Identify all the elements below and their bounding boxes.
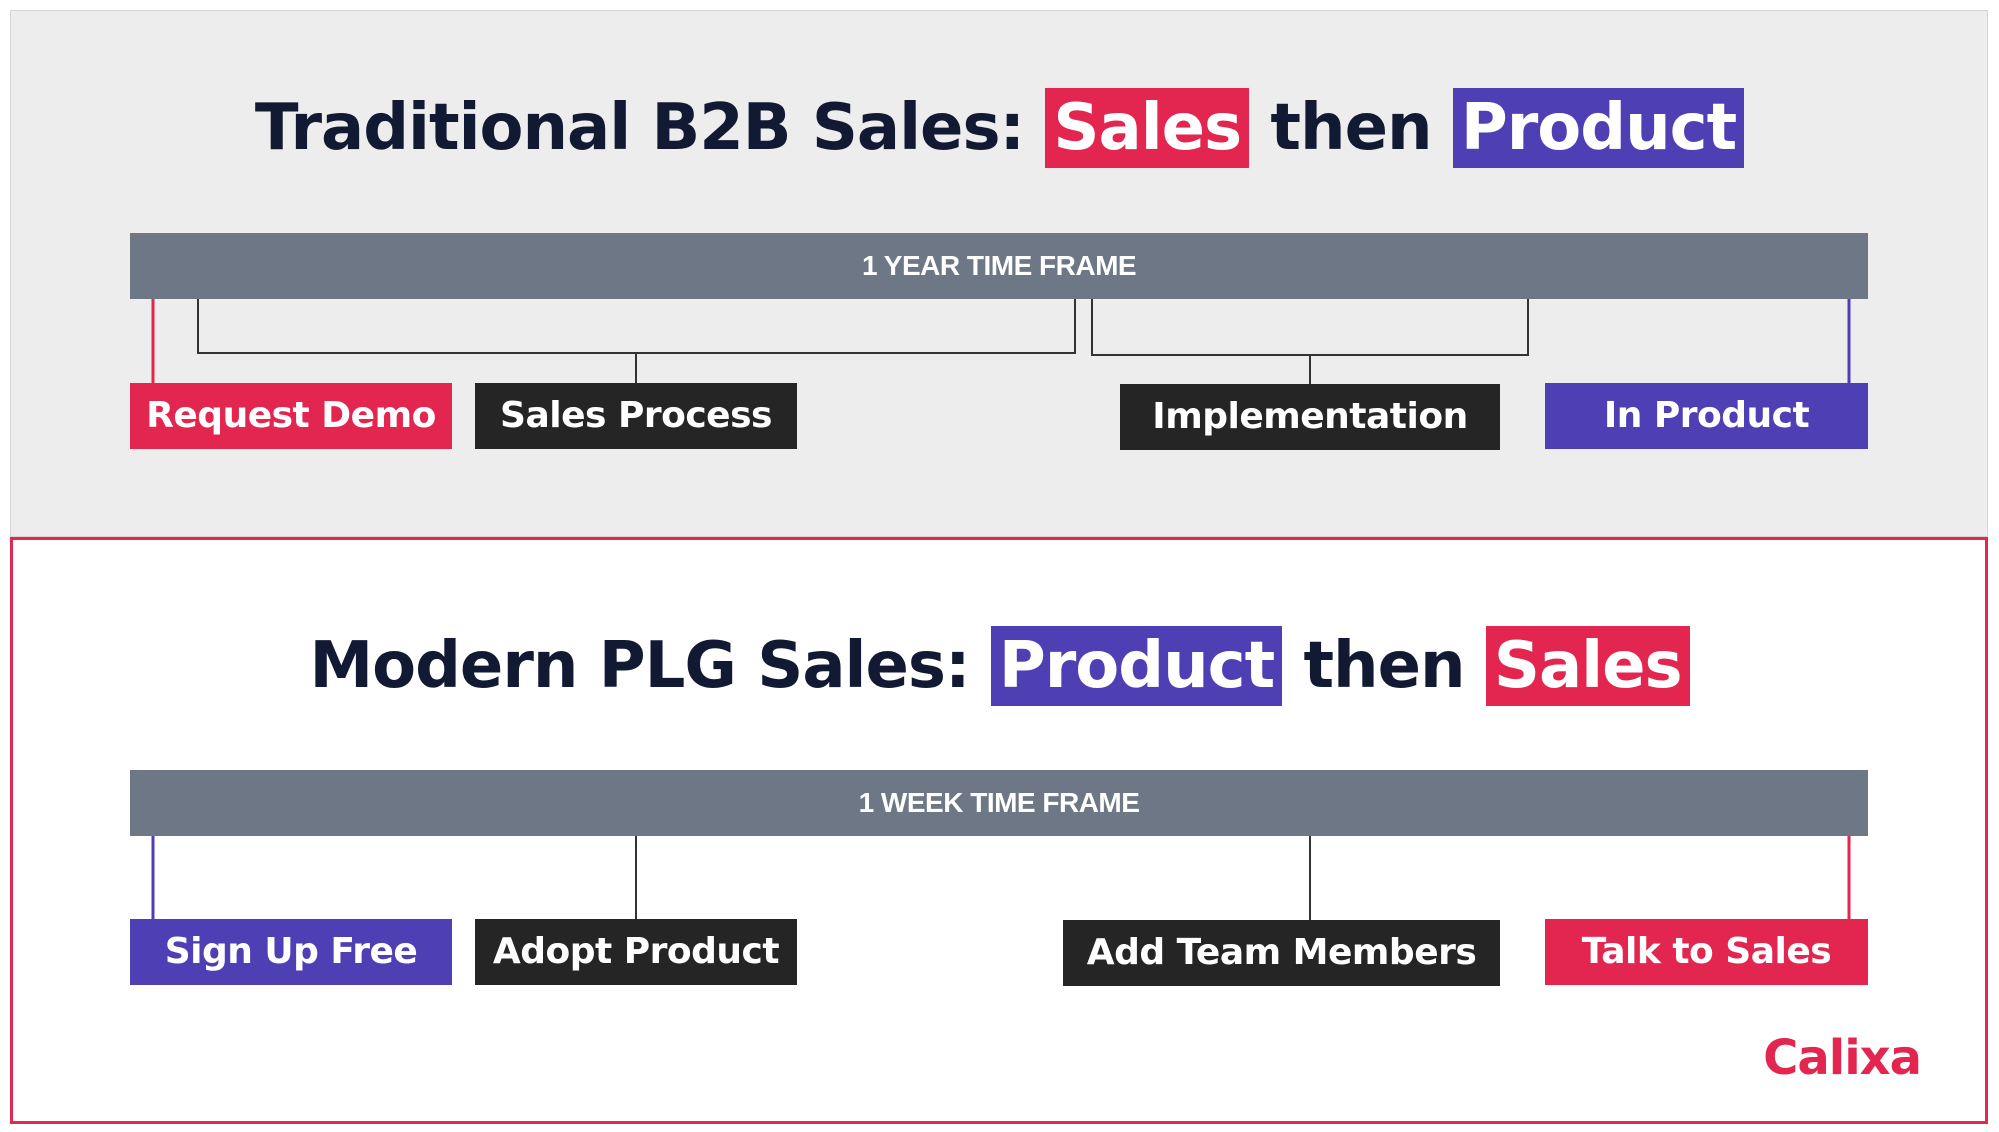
step-request-demo: Request Demo	[130, 383, 452, 449]
step-adopt-product: Adopt Product	[475, 919, 797, 985]
title-highlight-product: Product	[1452, 88, 1745, 169]
timeframe-bar-week: 1 WEEK TIME FRAME	[130, 770, 1868, 836]
title-connector: then	[1249, 91, 1453, 166]
title-highlight-sales: Sales	[1485, 626, 1690, 707]
step-talk-to-sales: Talk to Sales	[1545, 919, 1868, 985]
traditional-sales-title: Traditional B2B Sales: Sales then Produc…	[0, 88, 1999, 169]
title-prefix: Modern PLG Sales:	[309, 629, 991, 704]
step-add-team-members: Add Team Members	[1063, 920, 1500, 986]
title-highlight-product: Product	[990, 626, 1283, 707]
timeframe-bar-year: 1 YEAR TIME FRAME	[130, 233, 1868, 299]
plg-sales-title: Modern PLG Sales: Product then Sales	[0, 626, 1999, 707]
step-sales-process: Sales Process	[475, 383, 797, 449]
title-connector: then	[1282, 629, 1486, 704]
title-prefix: Traditional B2B Sales:	[254, 91, 1046, 166]
step-in-product: In Product	[1545, 383, 1868, 449]
step-sign-up-free: Sign Up Free	[130, 919, 452, 985]
step-implementation: Implementation	[1120, 384, 1500, 450]
calixa-logo: Calixa	[1763, 1030, 1922, 1086]
title-highlight-sales: Sales	[1045, 88, 1250, 169]
